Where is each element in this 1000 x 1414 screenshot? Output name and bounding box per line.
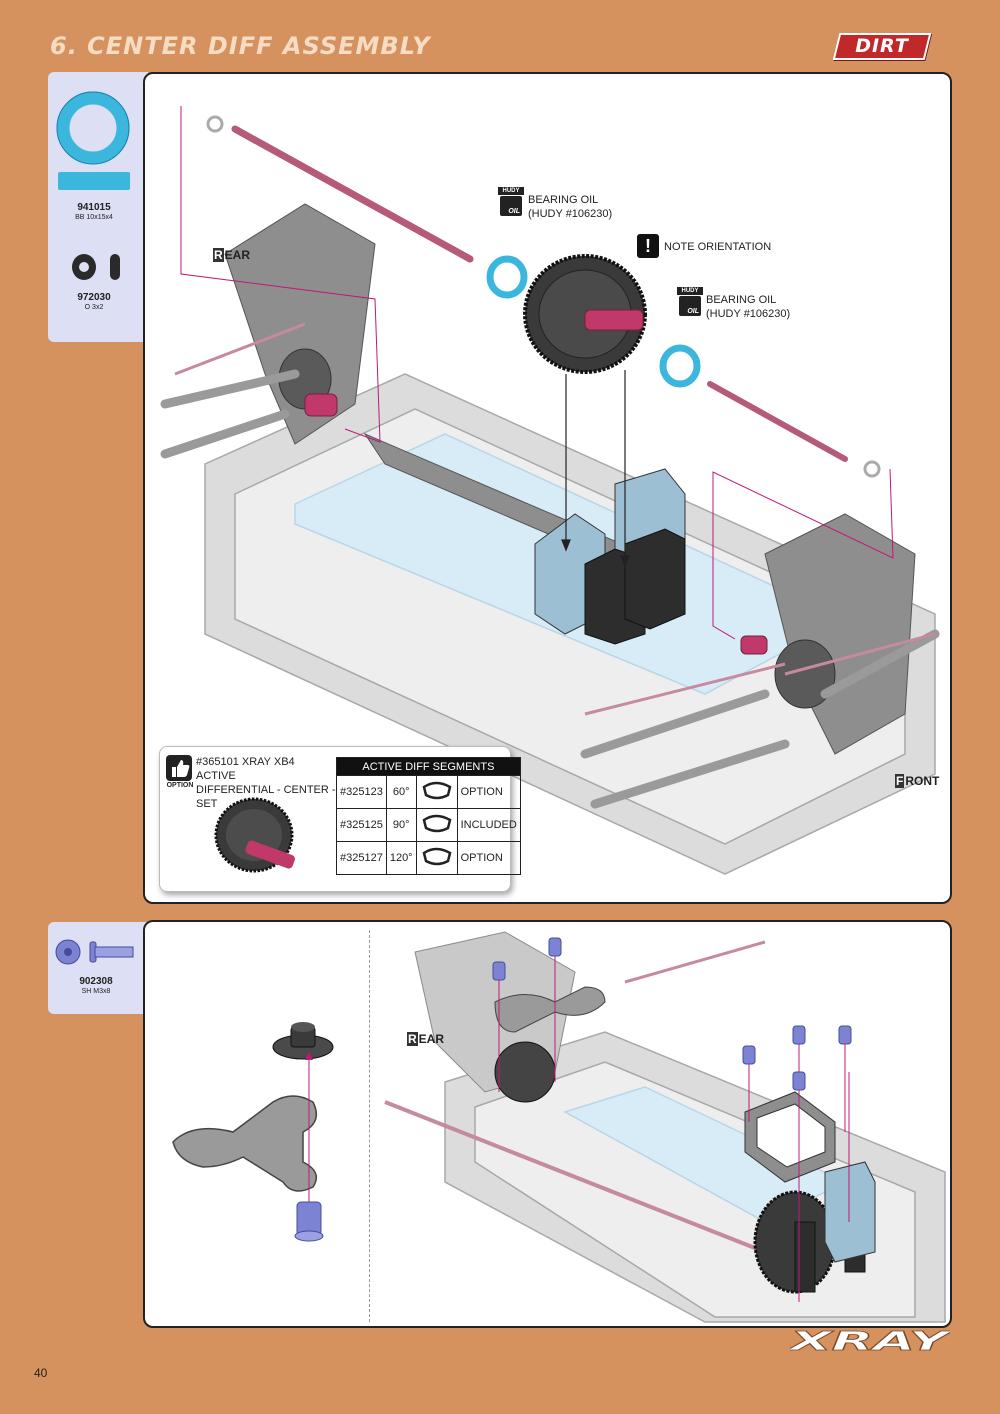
option-icon-label: OPTION	[166, 782, 194, 789]
segment-angle: 90°	[385, 808, 417, 842]
part-item: 972030 O 3x2	[54, 292, 134, 312]
oil-label: OIL	[508, 208, 520, 215]
screw-part-art	[55, 939, 134, 965]
part-spec: O 3x2	[84, 304, 104, 311]
segment-icon	[415, 808, 458, 842]
hudy-label: HUDY	[677, 287, 703, 295]
table-row: #325125 90° INCLUDED	[336, 808, 521, 842]
parts-strip-art	[56, 91, 130, 280]
parts-strip-step-2: 902308 SH M3x8	[48, 922, 148, 1014]
callout-line: (HUDY #106230)	[706, 308, 791, 320]
callout-line: BEARING OIL	[528, 194, 599, 206]
table-row: #325127 120° OPTION	[336, 841, 521, 875]
segment-status: INCLUDED	[456, 808, 521, 842]
part-item: 941015 BB 10x15x4	[54, 202, 134, 222]
center-diff-spur-gear	[523, 254, 647, 374]
option-title-line: #365101 XRAY XB4 ACTIVE	[196, 756, 295, 782]
front-driveshaft	[707, 381, 881, 655]
part-code: 902308	[79, 976, 113, 987]
panel-divider	[369, 930, 370, 1322]
front-bearing	[659, 344, 701, 388]
part-code: 972030	[77, 292, 111, 303]
o-ring-part-icon	[72, 254, 120, 280]
page-number: 40	[34, 1366, 48, 1380]
part-spec: SH M3x8	[81, 988, 111, 995]
thumbs-up-icon	[166, 755, 192, 781]
bearing-part-icon	[56, 91, 130, 190]
center-mount	[753, 1161, 876, 1294]
center-diff-mount	[534, 468, 686, 645]
table-row: #325123 60° OPTION	[336, 775, 521, 809]
segment-status: OPTION	[456, 841, 521, 875]
option-title-line: DIFFERENTIAL - CENTER - SET	[196, 784, 336, 810]
hudy-label: HUDY	[498, 187, 524, 195]
suspension-arms	[160, 369, 940, 809]
segment-icon	[415, 841, 458, 875]
callout-line: (HUDY #106230)	[528, 208, 613, 220]
bearing-oil-icon: HUDY OIL	[677, 287, 703, 317]
brand-badge: DIRT	[832, 33, 932, 60]
steering-links	[174, 322, 936, 716]
bearing-oil-callout-2: BEARING OIL (HUDY #106230)	[706, 293, 790, 321]
rear-driveshaft	[206, 115, 474, 417]
segment-angle: 120°	[385, 841, 417, 875]
center-diff-exploded-illustration	[160, 106, 940, 875]
step-1-panel: HUDY OIL BEARING OIL (HUDY #106230) ! NO…	[143, 72, 952, 904]
option-title: #365101 XRAY XB4 ACTIVE DIFFERENTIAL - C…	[196, 755, 336, 811]
part-spec: BB 10x15x4	[75, 214, 113, 221]
warning-icon: !	[637, 234, 659, 258]
assembly-arrows	[561, 370, 630, 568]
mounting-plate-illustration	[172, 931, 946, 1323]
logo-text: XRAY	[790, 1328, 950, 1354]
active-diff-segments-table: ACTIVE DIFF SEGMENTS #325123 60° OPTION …	[336, 757, 521, 875]
active-diff-illustration	[214, 797, 295, 873]
page-title: 6. CENTER DIFF ASSEMBLY	[50, 32, 431, 60]
note-orientation-callout: NOTE ORIENTATION	[664, 241, 772, 253]
rear-bearing	[486, 255, 528, 299]
screw-side-icon	[89, 941, 134, 963]
part-item: 902308 SH M3x8	[56, 976, 136, 996]
part-code: 941015	[77, 202, 111, 213]
center-plate	[744, 1091, 836, 1183]
table-header: ACTIVE DIFF SEGMENTS	[336, 757, 521, 776]
brand-text: DIRT	[855, 35, 909, 57]
xray-logo: XRAY	[790, 1328, 950, 1354]
screws-and-arrows	[492, 937, 852, 1302]
plate-detail	[172, 1022, 334, 1242]
segment-status: OPTION	[456, 775, 521, 809]
segment-part-number: #325123	[336, 775, 387, 809]
segment-part-number: #325127	[336, 841, 387, 875]
option-info-box: OPTION #365101 XRAY XB4 ACTIVE DIFFERENT…	[159, 746, 521, 892]
oil-label: OIL	[687, 308, 699, 315]
rear-chassis-parts	[384, 931, 766, 1254]
callout-outlines	[180, 106, 894, 640]
callout-line: BEARING OIL	[706, 294, 777, 306]
parts-strip-step-1: 941015 BB 10x15x4 972030 O 3x2	[48, 72, 148, 342]
segment-part-number: #325125	[336, 808, 387, 842]
bearing-oil-callout-1: BEARING OIL (HUDY #106230)	[528, 193, 612, 221]
screw-head-icon	[55, 939, 81, 965]
bearing-oil-icon: HUDY OIL	[498, 187, 524, 217]
segment-icon	[415, 775, 458, 809]
segment-angle: 60°	[385, 775, 417, 809]
